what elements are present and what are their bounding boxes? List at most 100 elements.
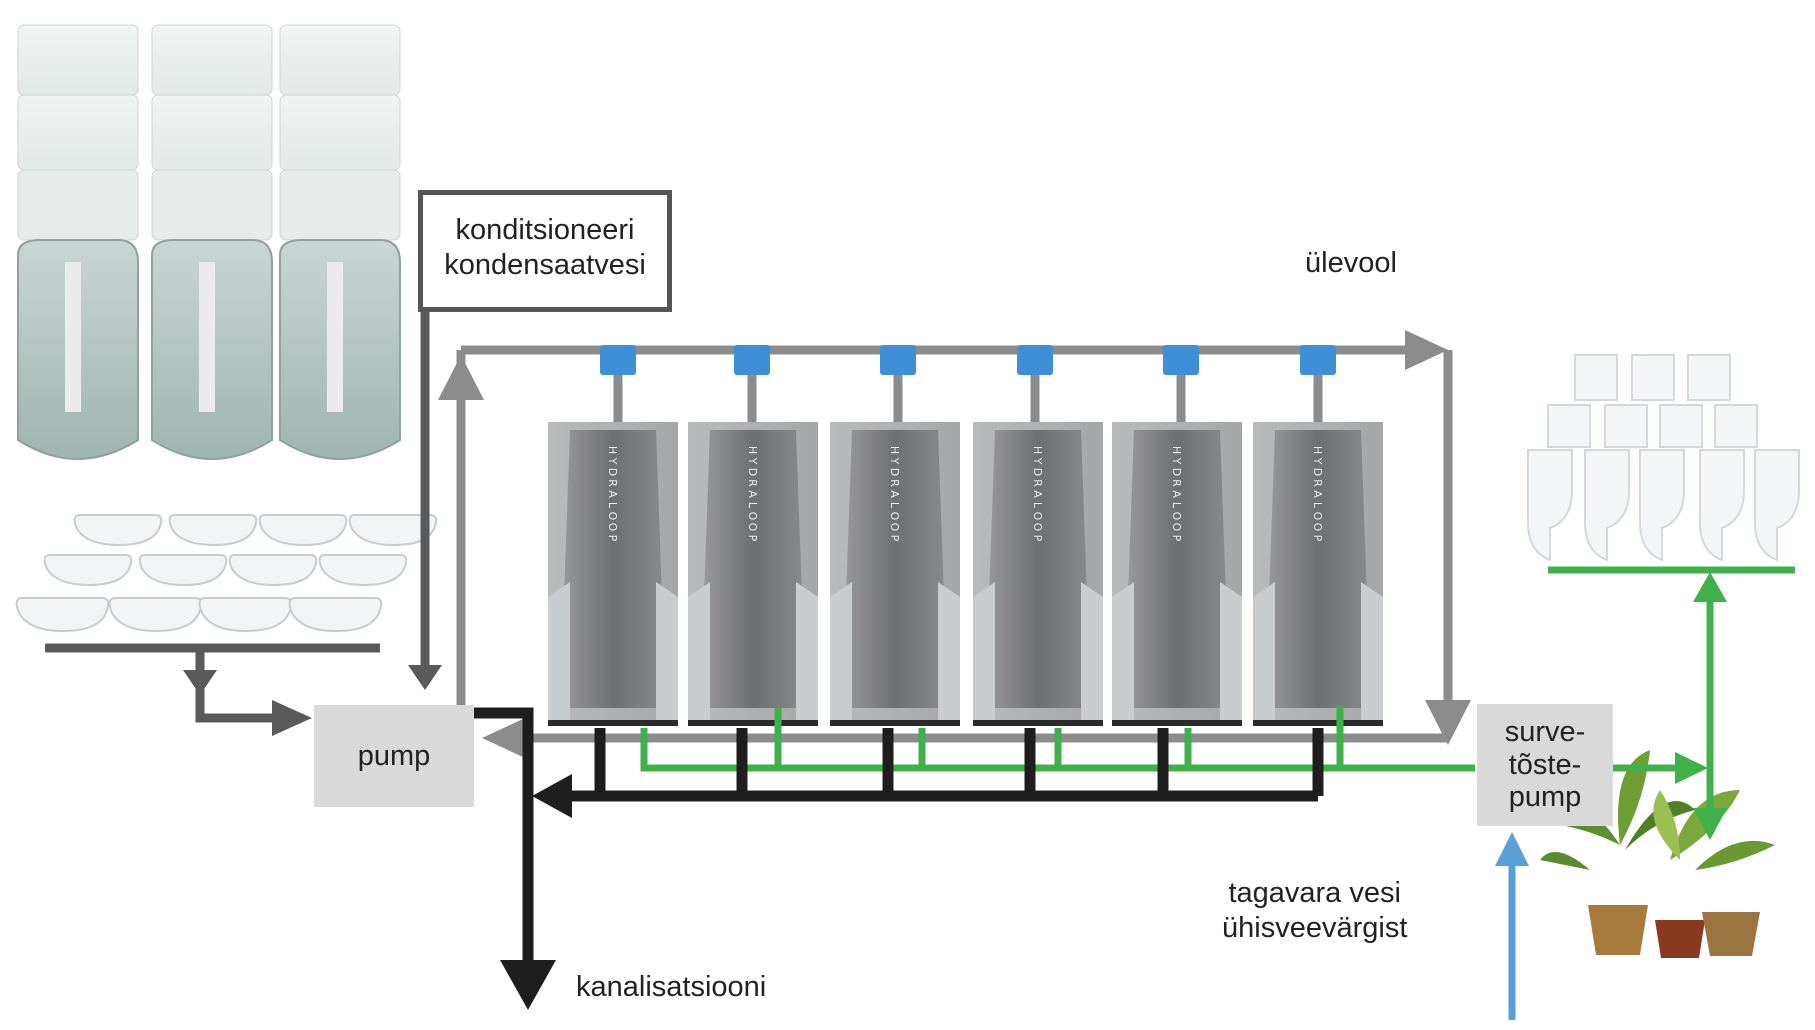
backup-water-label-line2: ühisveevärgist bbox=[1222, 911, 1408, 944]
booster-pump-label-line1: surve- bbox=[1504, 716, 1586, 749]
svg-text:L: L bbox=[1311, 502, 1324, 509]
svg-text:H: H bbox=[1031, 446, 1044, 454]
svg-text:A: A bbox=[1031, 490, 1044, 498]
svg-text:L: L bbox=[1031, 502, 1044, 509]
svg-text:A: A bbox=[606, 490, 619, 498]
svg-text:Y: Y bbox=[1170, 457, 1183, 465]
backup-water-label-line1: tagavara vesi bbox=[1228, 877, 1401, 909]
svg-text:A: A bbox=[1170, 490, 1183, 498]
sewer-arrowheads bbox=[500, 774, 572, 1010]
svg-text:H: H bbox=[888, 446, 901, 454]
svg-text:L: L bbox=[746, 502, 759, 509]
svg-text:O: O bbox=[888, 512, 901, 521]
plant-icon bbox=[1540, 750, 1775, 958]
treated-water-pipes bbox=[640, 566, 1795, 810]
washbasins bbox=[15, 514, 438, 633]
treated-water-arrowheads bbox=[1675, 572, 1727, 840]
unit-front-panel bbox=[1124, 430, 1230, 708]
svg-text:A: A bbox=[746, 490, 759, 498]
unit-front-panel bbox=[560, 430, 666, 708]
svg-text:O: O bbox=[1031, 523, 1044, 532]
overflow-label: ülevool bbox=[1305, 247, 1397, 279]
svg-text:O: O bbox=[888, 523, 901, 532]
svg-text:D: D bbox=[746, 468, 759, 476]
svg-text:Y: Y bbox=[888, 457, 901, 465]
unit-side-panel bbox=[830, 582, 960, 726]
unit-front-panel bbox=[985, 430, 1091, 708]
pump-box: pump bbox=[314, 705, 474, 807]
svg-text:P: P bbox=[1170, 535, 1183, 542]
svg-text:A: A bbox=[888, 490, 901, 498]
unit-side-panel bbox=[688, 582, 818, 726]
toilet-icon bbox=[1527, 354, 1800, 562]
condensate-label-line1: konditsioneeri bbox=[455, 214, 635, 246]
svg-text:H: H bbox=[746, 446, 759, 454]
condensate-label-line2: kondensaatvesi bbox=[444, 248, 646, 281]
svg-text:R: R bbox=[888, 479, 901, 487]
booster-pump-label-line3: pump bbox=[1508, 781, 1582, 814]
unit-side-panel bbox=[1253, 582, 1383, 726]
svg-text:P: P bbox=[1311, 535, 1324, 542]
plants bbox=[1540, 750, 1775, 958]
unit-connectors bbox=[600, 345, 1336, 375]
pump-label: pump bbox=[357, 739, 431, 772]
unit-base bbox=[548, 720, 678, 726]
booster-pump-box: surve- tõste- pump bbox=[1477, 704, 1613, 826]
svg-text:Y: Y bbox=[1311, 457, 1324, 465]
svg-text:D: D bbox=[1170, 468, 1183, 476]
unit-front-panel bbox=[842, 430, 948, 708]
unit-base bbox=[688, 720, 818, 726]
svg-text:O: O bbox=[1170, 512, 1183, 521]
svg-text:L: L bbox=[1170, 502, 1183, 509]
svg-text:P: P bbox=[746, 535, 759, 542]
svg-text:O: O bbox=[1311, 512, 1324, 521]
svg-text:D: D bbox=[1311, 468, 1324, 476]
condensate-source-box: konditsioneeri kondensaatvesi bbox=[418, 190, 672, 312]
greywater-arrowheads bbox=[438, 330, 1471, 758]
washbasin-icon bbox=[15, 514, 438, 633]
svg-text:R: R bbox=[1031, 479, 1044, 487]
svg-text:D: D bbox=[888, 468, 901, 476]
unit-side-panel bbox=[973, 582, 1103, 726]
booster-pump-label-line2: tõste- bbox=[1508, 748, 1582, 781]
mains-water-pipe bbox=[1495, 832, 1529, 1020]
unit-base bbox=[973, 720, 1103, 726]
svg-text:O: O bbox=[606, 523, 619, 532]
svg-text:L: L bbox=[888, 502, 901, 509]
svg-text:L: L bbox=[606, 502, 619, 509]
svg-text:O: O bbox=[1031, 512, 1044, 521]
svg-text:R: R bbox=[606, 479, 619, 487]
svg-text:A: A bbox=[1311, 490, 1324, 498]
unit-front-panel bbox=[1265, 430, 1371, 708]
toilets bbox=[1527, 354, 1800, 562]
svg-text:O: O bbox=[1311, 523, 1324, 532]
unit-side-panel bbox=[548, 582, 678, 726]
svg-text:Y: Y bbox=[606, 457, 619, 465]
shower-cabins bbox=[17, 24, 401, 460]
svg-text:D: D bbox=[1031, 468, 1044, 476]
svg-text:Y: Y bbox=[1031, 457, 1044, 465]
svg-text:O: O bbox=[746, 512, 759, 521]
shower-cabin-icon bbox=[17, 24, 401, 241]
svg-text:R: R bbox=[1311, 479, 1324, 487]
unit-front-panel bbox=[700, 430, 806, 708]
unit-base bbox=[1253, 720, 1383, 726]
svg-text:Y: Y bbox=[746, 457, 759, 465]
svg-text:R: R bbox=[746, 479, 759, 487]
backup-water-label: tagavara vesi ühisveevärgist bbox=[1222, 876, 1407, 946]
sewer-pipes bbox=[473, 707, 1324, 960]
svg-text:P: P bbox=[888, 535, 901, 542]
svg-text:O: O bbox=[1170, 523, 1183, 532]
